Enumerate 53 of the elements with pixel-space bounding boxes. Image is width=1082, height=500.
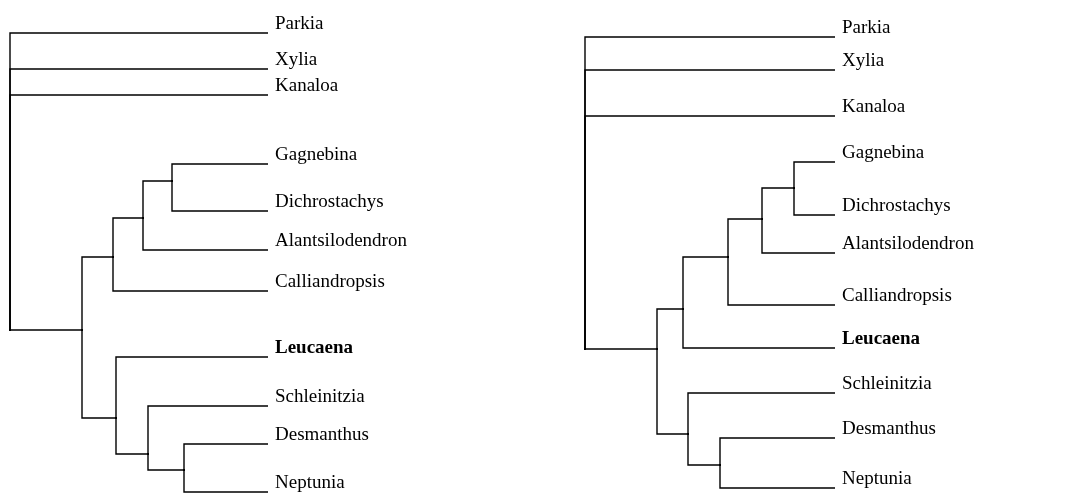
taxon-label: Kanaloa [275,74,339,96]
taxon-label: Schleinitzia [275,385,365,407]
tree-branch [584,348,658,350]
taxon-label: Neptunia [842,467,912,489]
taxon-label: Xylia [842,49,885,71]
tree-branch [793,161,836,189]
taxon-label: Parkia [275,12,324,34]
tree-branch [9,329,83,331]
tree-branch [112,256,269,292]
tree-branch [115,417,149,455]
taxon-label: Alantsilodendron [842,232,974,254]
taxon-label: Xylia [275,48,318,70]
tree-branch [142,180,173,219]
tree-branch [147,405,269,455]
taxon-label: Leucaena [275,336,354,358]
taxon-label: Neptunia [275,471,345,493]
tree-branch [112,217,144,258]
tree-branch [584,115,836,350]
tree-branch [761,187,795,220]
tree-branch [115,356,269,419]
tree-branch [81,256,114,331]
tree-branch [682,308,836,349]
tree-branch [727,256,836,306]
taxon-label: Calliandropsis [842,284,952,306]
taxon-label: Dichrostachys [842,194,951,216]
tree-branch [171,163,269,182]
tree-branch [183,469,269,493]
tree-branch [687,433,721,466]
taxon-label: Dichrostachys [275,190,384,212]
tree-branch [183,443,269,471]
tree-branch [687,392,836,435]
tree-branch [656,308,684,350]
taxon-label: Gagnebina [275,143,358,165]
taxon-label: Calliandropsis [275,270,385,292]
tree-branch [656,348,689,435]
tree-branch [719,437,836,466]
tree-branch [727,218,763,258]
taxon-label: Schleinitzia [842,372,932,394]
tree-branch [793,187,836,216]
tree-branch [171,180,269,212]
tree-branch [761,218,836,254]
taxon-label: Desmanthus [842,417,936,439]
tree-branch [147,453,185,471]
tree-branch [81,329,117,419]
taxon-label: Gagnebina [842,141,925,163]
taxon-label: Desmanthus [275,423,369,445]
taxon-label: Parkia [842,16,891,38]
tree-branch [682,256,729,310]
taxon-label: Kanaloa [842,95,906,117]
tree-branch [719,464,836,489]
taxon-label: Alantsilodendron [275,229,407,251]
taxon-label: Leucaena [842,327,921,349]
tree-branch [142,217,269,251]
